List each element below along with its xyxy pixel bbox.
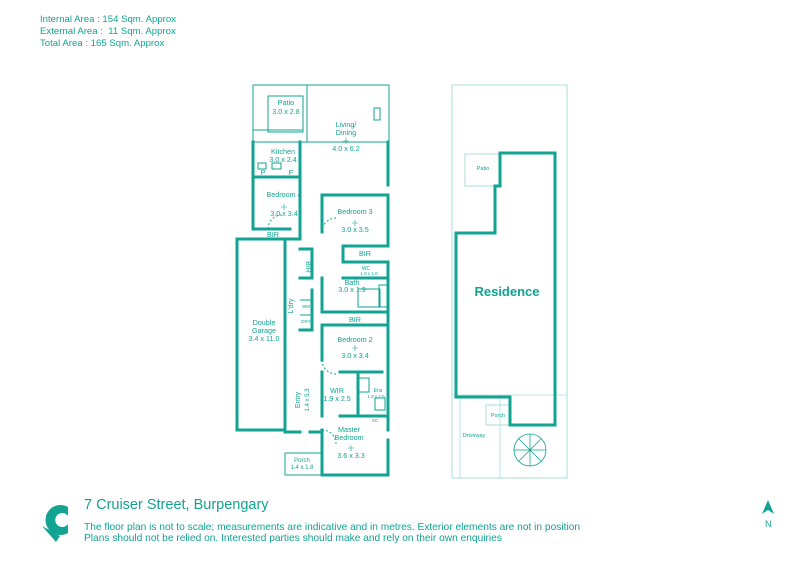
wm-label: WM [302, 304, 310, 309]
walls [235, 140, 390, 477]
entry-dims: 1.4 x 5.3 [305, 388, 311, 412]
bedroom3-name: Bedroom 3 [337, 207, 372, 216]
site-porch-label: Porch [491, 413, 505, 419]
wc-name: WC [362, 266, 371, 272]
interior-lines [267, 214, 388, 476]
bir-top-label: BIR [267, 230, 279, 239]
garage-name: Double [253, 318, 276, 327]
kitchen-name: Kitchen [271, 147, 295, 156]
disclaimer-line-1: The floor plan is not to scale; measurem… [84, 522, 581, 533]
crosshairs [281, 138, 358, 451]
bir-low-label: BIR [349, 315, 361, 324]
north-label: N [765, 519, 772, 529]
outline-thin [252, 84, 390, 170]
bir-vertical-label: BIR [304, 261, 311, 273]
wir-dims: 1.9 x 2.5 [323, 394, 351, 403]
master-name: Master [338, 425, 361, 434]
garage-dims: 3.4 x 11.0 [248, 334, 279, 343]
ens-name: Ens [374, 388, 383, 394]
site-patio-label: Patio [477, 166, 490, 172]
wir-name: WIR [330, 386, 344, 395]
living-name-2: Dining [336, 128, 356, 137]
disclaimer: The floor plan is not to scale; measurem… [84, 522, 580, 544]
patio-name: Patio [278, 98, 294, 107]
agency-logo [42, 505, 68, 542]
fridge-label: F [289, 168, 294, 177]
area-summary: Internal Area : 154 Sqm. Approx External… [40, 14, 176, 50]
pantry-label: P [261, 168, 266, 177]
bedroom4-name: Bedroom 4 [266, 190, 301, 199]
ens-dims: 1.9 x 2.5 [367, 394, 385, 399]
internal-area: Internal Area : 154 Sqm. Approx [40, 14, 176, 25]
total-area: Total Area : 165 Sqm. Approx [40, 38, 165, 49]
bedroom4-dims: 3.0 x 3.4 [270, 209, 298, 218]
north-arrow-icon [762, 500, 774, 514]
bedroom2-name: Bedroom 2 [337, 335, 372, 344]
dry-label: DRY [301, 319, 310, 324]
bedroom3-dims: 3.0 x 3.5 [341, 225, 369, 234]
bath-dims: 3.0 x 1.9 [338, 285, 366, 294]
porch-name: Porch [294, 458, 310, 464]
living-dims: 4.0 x 6.2 [332, 144, 360, 153]
residence-label: Residence [474, 284, 539, 299]
bedroom2-dims: 3.0 x 3.4 [341, 351, 369, 360]
living-name: Living/ [336, 120, 357, 129]
bir-mid-label: BIR [359, 249, 371, 258]
ldry-label: L'dry [288, 298, 295, 313]
disclaimer-line-2: Plans should not be relied on. Intereste… [84, 533, 502, 544]
site-plan: Patio Residence Porch Driveway [451, 84, 568, 479]
bath-name: Bath [345, 278, 360, 287]
kitchen-dims: 3.0 x 2.4 [269, 155, 297, 164]
property-address: 7 Cruiser Street, Burpengary [84, 497, 269, 513]
patio-dims: 3.0 x 2.8 [272, 107, 300, 116]
residence-outline [454, 151, 557, 427]
driveway-label: Driveway [463, 433, 486, 439]
room-labels: Patio 3.0 x 2.8 Living/ Dining 4.0 x 6.2… [248, 98, 385, 471]
external-area: External Area : 11 Sqm. Approx [40, 26, 176, 37]
entry-name: Entry [295, 391, 302, 408]
porch-dims: 1.4 x 1.8 [290, 465, 314, 471]
garage-name-2: Garage [252, 326, 276, 335]
master-dims: 3.6 x 3.3 [337, 451, 365, 460]
tree [513, 433, 547, 467]
vertical-labels: BIR L'dry WM DRY Entry 1.4 x 5.3 [288, 261, 311, 411]
wc-dims: 1.9 x 1.0 [360, 271, 378, 276]
master-name-2: Bedroom [334, 433, 363, 442]
sc-label: SC [372, 418, 379, 423]
